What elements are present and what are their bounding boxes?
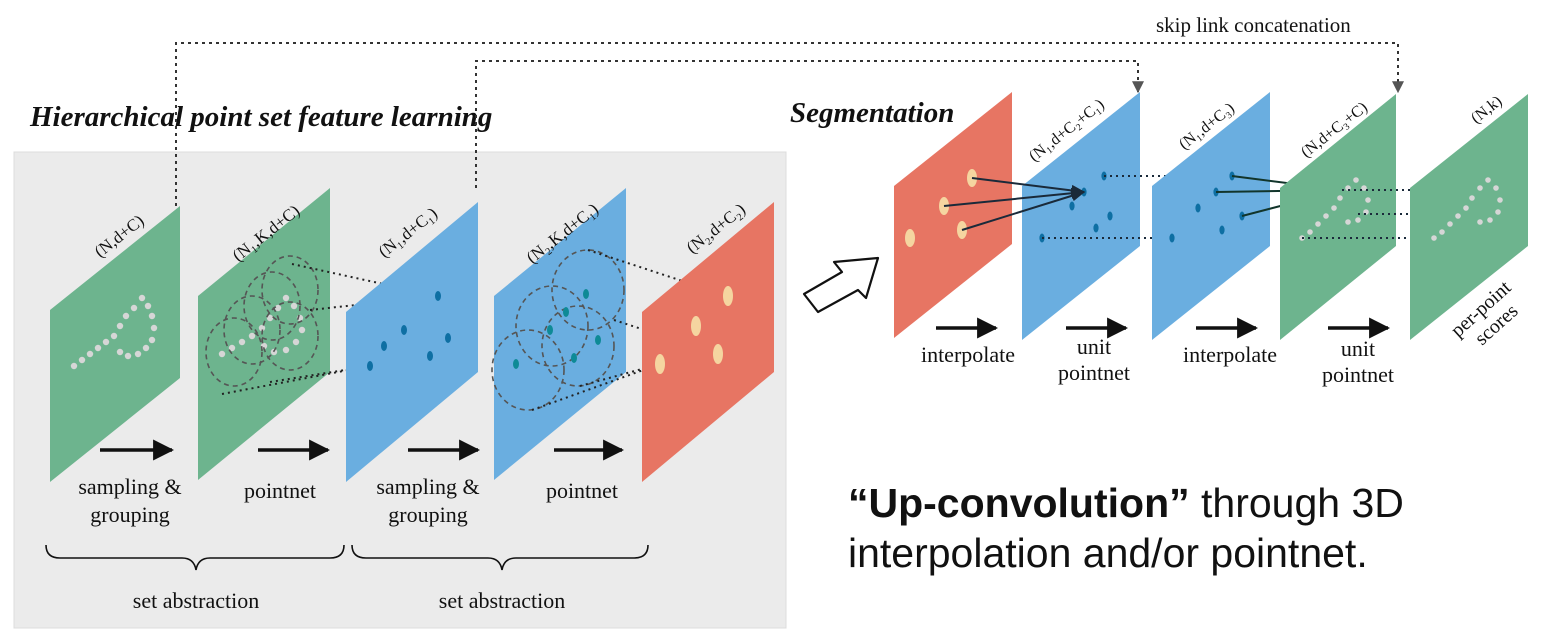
brace-set-abstraction-1 bbox=[45, 544, 345, 571]
seg-point-cloud-plane-9 bbox=[1299, 177, 1371, 241]
hollow-transition-arrow bbox=[802, 256, 880, 314]
skip-link-outer bbox=[175, 42, 1404, 206]
grouping-circles-1 bbox=[205, 255, 319, 387]
seg-plane-unit-pointnet-1 bbox=[1152, 92, 1270, 340]
step-sampling-2-line1: sampling & bbox=[376, 474, 479, 499]
plane-set-abstraction-2 bbox=[642, 202, 774, 482]
seg-plane-abstracted bbox=[894, 92, 1012, 338]
seg-plane-scores bbox=[1410, 94, 1528, 340]
step-interpolate-2: interpolate bbox=[1183, 342, 1277, 367]
step-unit-pointnet-1-line1: unit bbox=[1077, 334, 1111, 359]
grouping-circles-2 bbox=[491, 249, 625, 411]
step-unit-pointnet-2-line2: pointnet bbox=[1322, 362, 1394, 387]
step-interpolate-1: interpolate bbox=[921, 342, 1015, 367]
step-unit-pointnet-2-line1: unit bbox=[1341, 336, 1375, 361]
abstracted-points bbox=[655, 286, 733, 374]
step-sampling-2-line2: grouping bbox=[388, 502, 467, 527]
plane-set-abstraction-1 bbox=[346, 202, 478, 482]
step-sampling-1-line2: grouping bbox=[90, 502, 169, 527]
seg-plane-interpolated-1 bbox=[1022, 92, 1140, 340]
title-hierarchical: Hierarchical point set feature learning bbox=[29, 101, 492, 133]
up-convolution-caption: “Up-convolution” through 3D interpolatio… bbox=[848, 478, 1528, 578]
step-pointnet-2: pointnet bbox=[546, 478, 618, 503]
label-set-abstraction-1: set abstraction bbox=[133, 588, 259, 613]
label-set-abstraction-2: set abstraction bbox=[439, 588, 565, 613]
seg-point-cloud-plane-10 bbox=[1431, 177, 1503, 241]
centroid-points-2 bbox=[513, 289, 601, 369]
skip-link-inner bbox=[475, 60, 1144, 188]
step-pointnet-1: pointnet bbox=[244, 478, 316, 503]
seg-plane-interpolated-2 bbox=[1280, 94, 1396, 340]
plane-input-points bbox=[50, 206, 180, 482]
centroid-points-1 bbox=[367, 291, 451, 371]
skip-link-label: skip link concatenation bbox=[1156, 13, 1351, 37]
point-cloud-shape-1 bbox=[70, 294, 158, 370]
plane-grouped-features bbox=[494, 188, 626, 480]
step-unit-pointnet-1-line2: pointnet bbox=[1058, 360, 1130, 385]
caption-bold: “Up-convolution” bbox=[848, 480, 1190, 526]
plane-grouped-points bbox=[198, 188, 330, 480]
caption-rest: through 3D interpolation and/or pointnet… bbox=[848, 480, 1404, 576]
brace-set-abstraction-2 bbox=[351, 544, 649, 571]
step-sampling-1-line1: sampling & bbox=[78, 474, 181, 499]
title-segmentation: Segmentation bbox=[790, 97, 954, 129]
interpolation-arrows-1 bbox=[943, 177, 1086, 231]
